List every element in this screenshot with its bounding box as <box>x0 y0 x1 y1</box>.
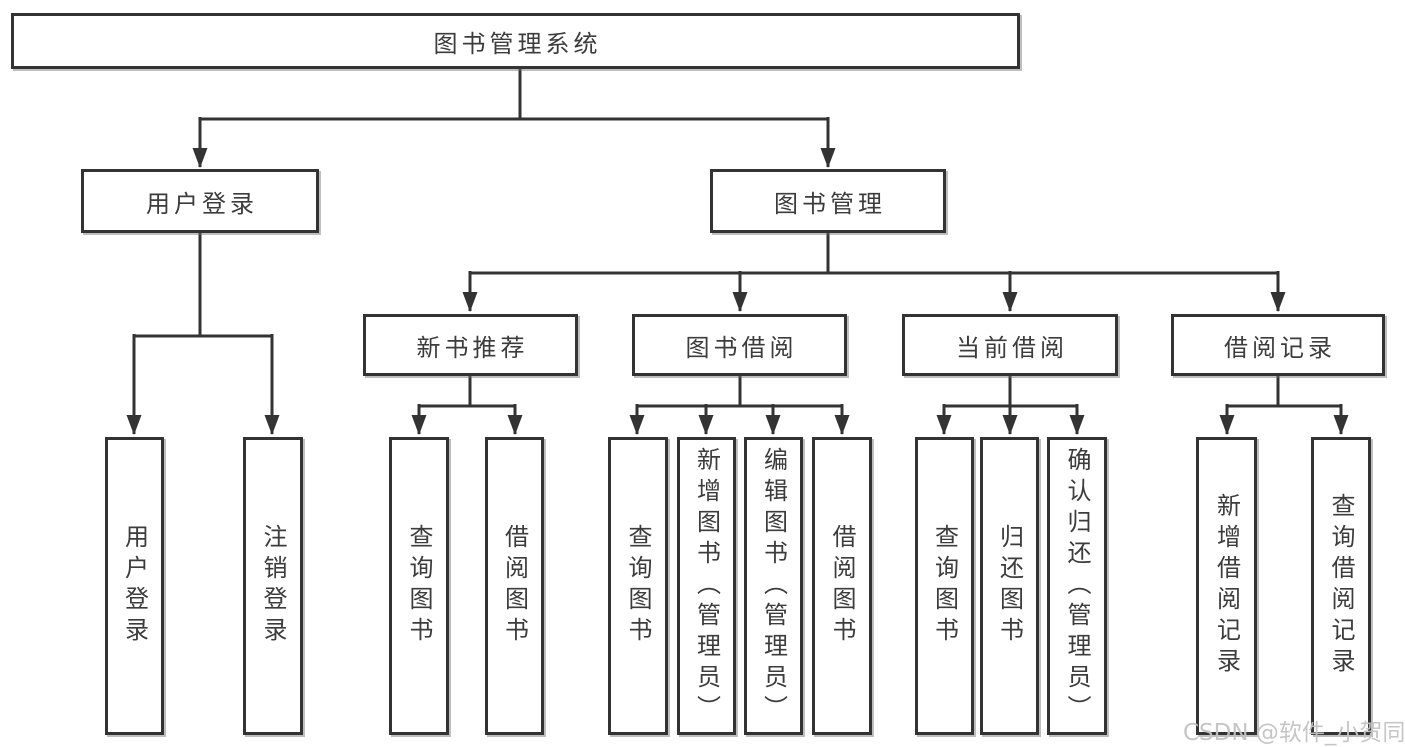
leaf-bb-edit-book-admin-label: 编辑图书（管理员） <box>759 446 788 726</box>
leaf-rec-query-book-label: 查询图书 <box>405 524 433 648</box>
node-leaf-bb-edit-book-admin: 编辑图书（管理员） <box>744 437 803 735</box>
connector-root-to-level2 <box>198 69 830 121</box>
node-leaf-cb-confirm-return-admin: 确认归还（管理员） <box>1047 437 1107 735</box>
connector-borrow-records-to-leaves <box>1225 376 1343 408</box>
leaf-cb-query-book-label: 查询图书 <box>930 524 959 648</box>
connector-book-mgmt-to-level3 <box>468 233 1280 275</box>
node-leaf-cb-return-book: 归还图书 <box>980 437 1039 735</box>
leaf-bb-borrow-book-label: 借阅图书 <box>828 524 856 648</box>
connector-user-login-to-leaves <box>132 233 274 338</box>
leaf-br-add-record-label: 新增借阅记录 <box>1212 493 1241 679</box>
leaf-bb-query-book-label: 查询图书 <box>624 524 652 648</box>
connector-new-book-rec-to-leaves <box>417 376 517 408</box>
leaf-cb-return-book-label: 归还图书 <box>995 524 1024 648</box>
leaf-logout-label: 注销登录 <box>259 524 287 648</box>
node-leaf-rec-query-book: 查询图书 <box>389 437 449 735</box>
node-leaf-cb-query-book: 查询图书 <box>915 437 974 735</box>
node-leaf-rec-borrow-book: 借阅图书 <box>485 437 544 735</box>
node-user-login: 用户登录 <box>81 169 319 233</box>
node-borrow-records: 借阅记录 <box>1171 314 1385 376</box>
node-current-borrow: 当前借阅 <box>902 314 1118 376</box>
node-leaf-br-query-record: 查询借阅记录 <box>1311 437 1371 735</box>
connector-book-borrow-to-leaves <box>635 376 844 408</box>
node-leaf-bb-query-book: 查询图书 <box>608 437 668 735</box>
node-leaf-bb-borrow-book: 借阅图书 <box>812 437 872 735</box>
node-leaf-br-add-record: 新增借阅记录 <box>1196 437 1257 735</box>
node-leaf-logout: 注销登录 <box>243 437 303 735</box>
node-book-borrow: 图书借阅 <box>632 314 847 376</box>
node-root-library-system: 图书管理系统 <box>11 13 1020 69</box>
node-leaf-bb-add-book-admin: 新增图书（管理员） <box>677 437 736 735</box>
node-leaf-user-login: 用户登录 <box>105 437 164 735</box>
node-book-management: 图书管理 <box>710 169 946 233</box>
leaf-bb-add-book-admin-label: 新增图书（管理员） <box>692 446 721 726</box>
csdn-watermark: CSDN @软件_小贺同学 <box>1183 720 1405 746</box>
leaf-rec-borrow-book-label: 借阅图书 <box>500 524 529 648</box>
leaf-user-login-label: 用户登录 <box>120 524 149 648</box>
connector-current-borrow-to-leaves <box>942 376 1079 408</box>
leaf-cb-confirm-return-admin-label: 确认归还（管理员） <box>1063 446 1091 726</box>
leaf-br-query-record-label: 查询借阅记录 <box>1327 493 1355 679</box>
node-new-book-recommend: 新书推荐 <box>363 314 578 376</box>
